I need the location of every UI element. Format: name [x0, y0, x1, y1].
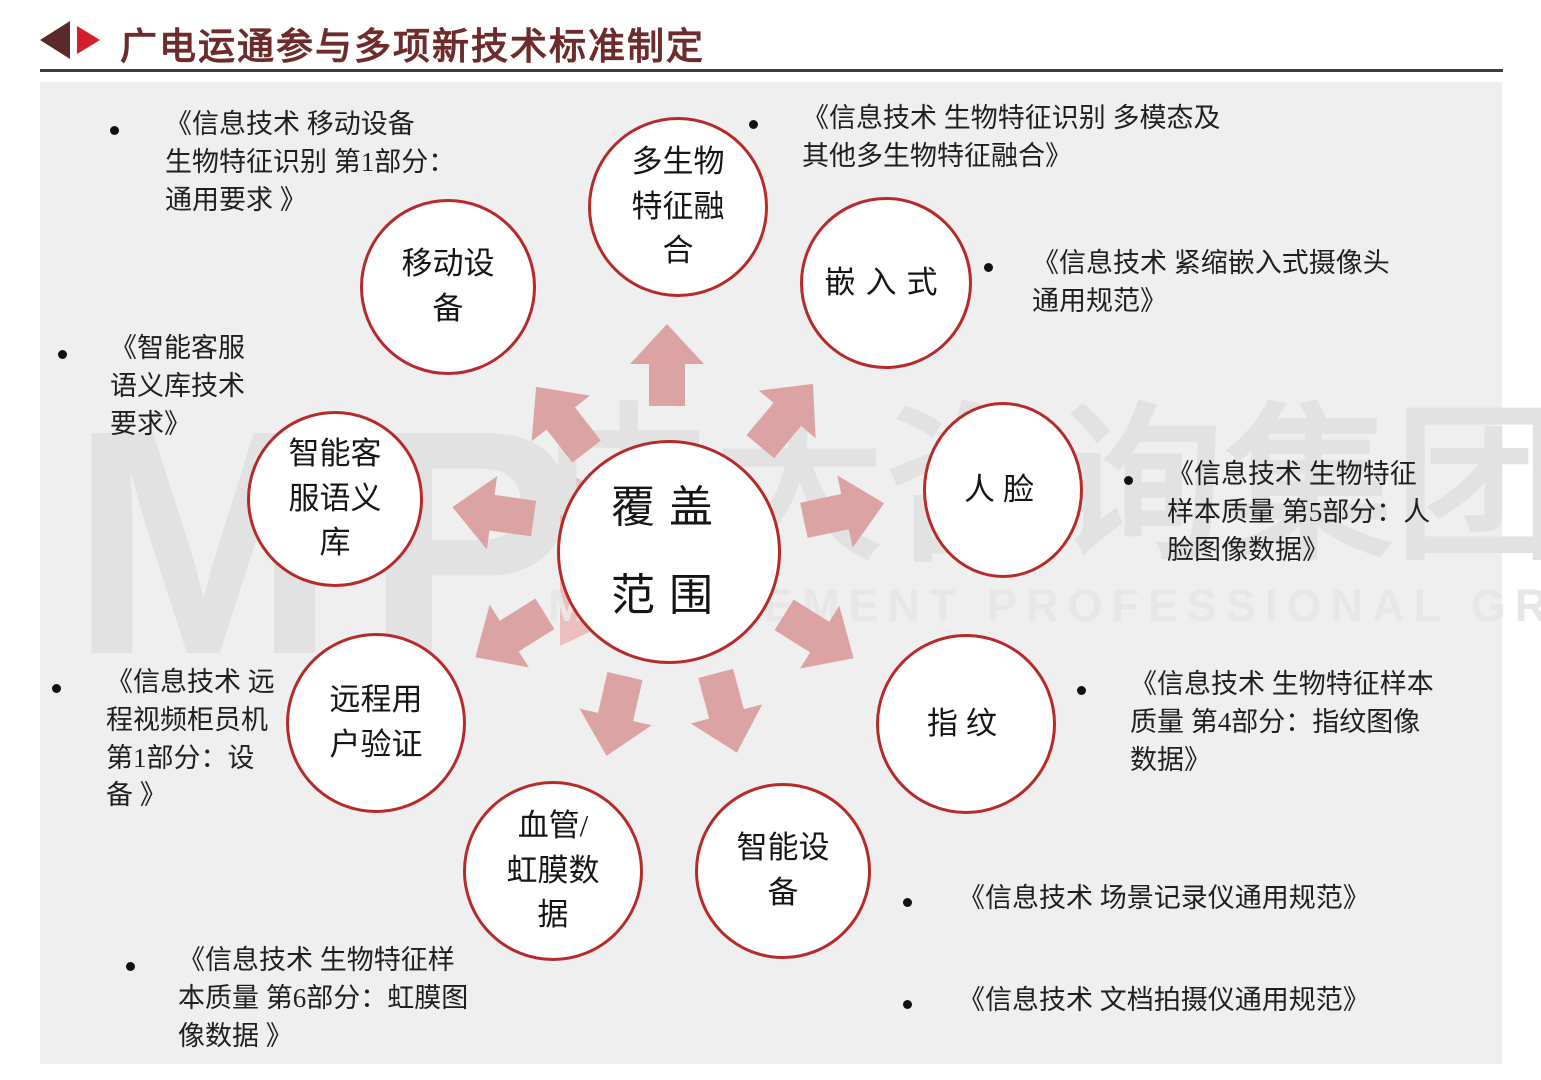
standard-iris-image-quality: 《信息技术 生物特征样 本质量 第6部分：虹膜图 像数据 》 — [178, 945, 469, 1051]
bullet-dot — [984, 263, 993, 272]
node-multi-biometric-fusion: 多生物 特征融 合 — [588, 117, 768, 297]
bullet-dot — [749, 120, 758, 129]
arrow-up-icon — [630, 324, 704, 406]
arrow-left-icon — [452, 476, 537, 550]
title-divider — [40, 69, 1503, 72]
radiating-arrows — [452, 324, 885, 756]
standard-face-image-quality: 《信息技术 生物特征 样本质量 第5部分：人 脸图像数据》 — [1167, 459, 1431, 565]
standard-document-camera: 《信息技术 文档拍摄仪通用规范》 — [958, 985, 1370, 1015]
bullet-dot — [110, 126, 119, 135]
standard-embedded-camera: 《信息技术 紧缩嵌入式摄像头 通用规范》 — [1032, 248, 1390, 316]
node-mobile-device: 移动设 备 — [360, 199, 536, 375]
standard-multimodal-fusion: 《信息技术 生物特征识别 多模态及 其他多生物特征融合》 — [802, 103, 1221, 171]
node-face: 人脸 — [923, 402, 1083, 578]
bullet-dot — [1124, 476, 1133, 485]
bullet-dot — [52, 684, 61, 693]
brand-logo-icon — [40, 21, 100, 59]
standard-fingerprint-image-quality: 《信息技术 生物特征样本 质量 第4部分：指纹图像 数据》 — [1130, 669, 1434, 775]
bullet-dot — [903, 1000, 912, 1009]
node-embedded: 嵌入式 — [800, 197, 972, 369]
standard-scene-recorder: 《信息技术 场景记录仪通用规范》 — [958, 883, 1370, 913]
standard-remote-video-teller: 《信息技术 远 程视频柜员机 第1部分：设 备 》 — [106, 667, 275, 811]
bullet-dot — [903, 898, 912, 907]
arrow-up-right-icon — [746, 383, 816, 459]
header: 广电运通参与多项新技术标准制定 — [0, 0, 1541, 80]
node-remote-user-verification: 远程用 户验证 — [286, 633, 466, 813]
node-smart-customer-service: 智能客 服语义 库 — [247, 411, 423, 587]
arrow-up-left-icon — [531, 386, 601, 463]
arrow-right-icon — [800, 475, 885, 548]
arrow-down-2-icon — [690, 668, 763, 753]
page-title: 广电运通参与多项新技术标准制定 — [120, 27, 705, 68]
logo-right-triangle — [77, 26, 100, 54]
node-coverage-scope: 覆盖 范围 — [557, 440, 781, 664]
bullet-dot — [58, 350, 67, 359]
diagram-panel: MP 中大咨询集团 MANAGEMENT PROFESSIONAL GROUP — [40, 82, 1541, 1064]
arrow-down-right-icon — [774, 599, 854, 669]
node-vessel-iris-data: 血管/ 虹膜数 据 — [463, 781, 643, 961]
arrow-down-left-icon — [475, 598, 555, 668]
node-fingerprint: 指纹 — [876, 634, 1056, 814]
standard-smart-cs-semantic: 《智能客服 语义库技术 要求》 — [110, 333, 245, 439]
bullet-dot — [126, 962, 135, 971]
bullet-dot — [1077, 686, 1086, 695]
standard-mobile-biometric: 《信息技术 移动设备 生物特征识别 第1部分： 通用要求 》 — [165, 109, 456, 215]
arrow-down-1-icon — [579, 671, 652, 756]
logo-left-triangle — [40, 21, 70, 59]
node-smart-device: 智能设 备 — [695, 783, 871, 959]
